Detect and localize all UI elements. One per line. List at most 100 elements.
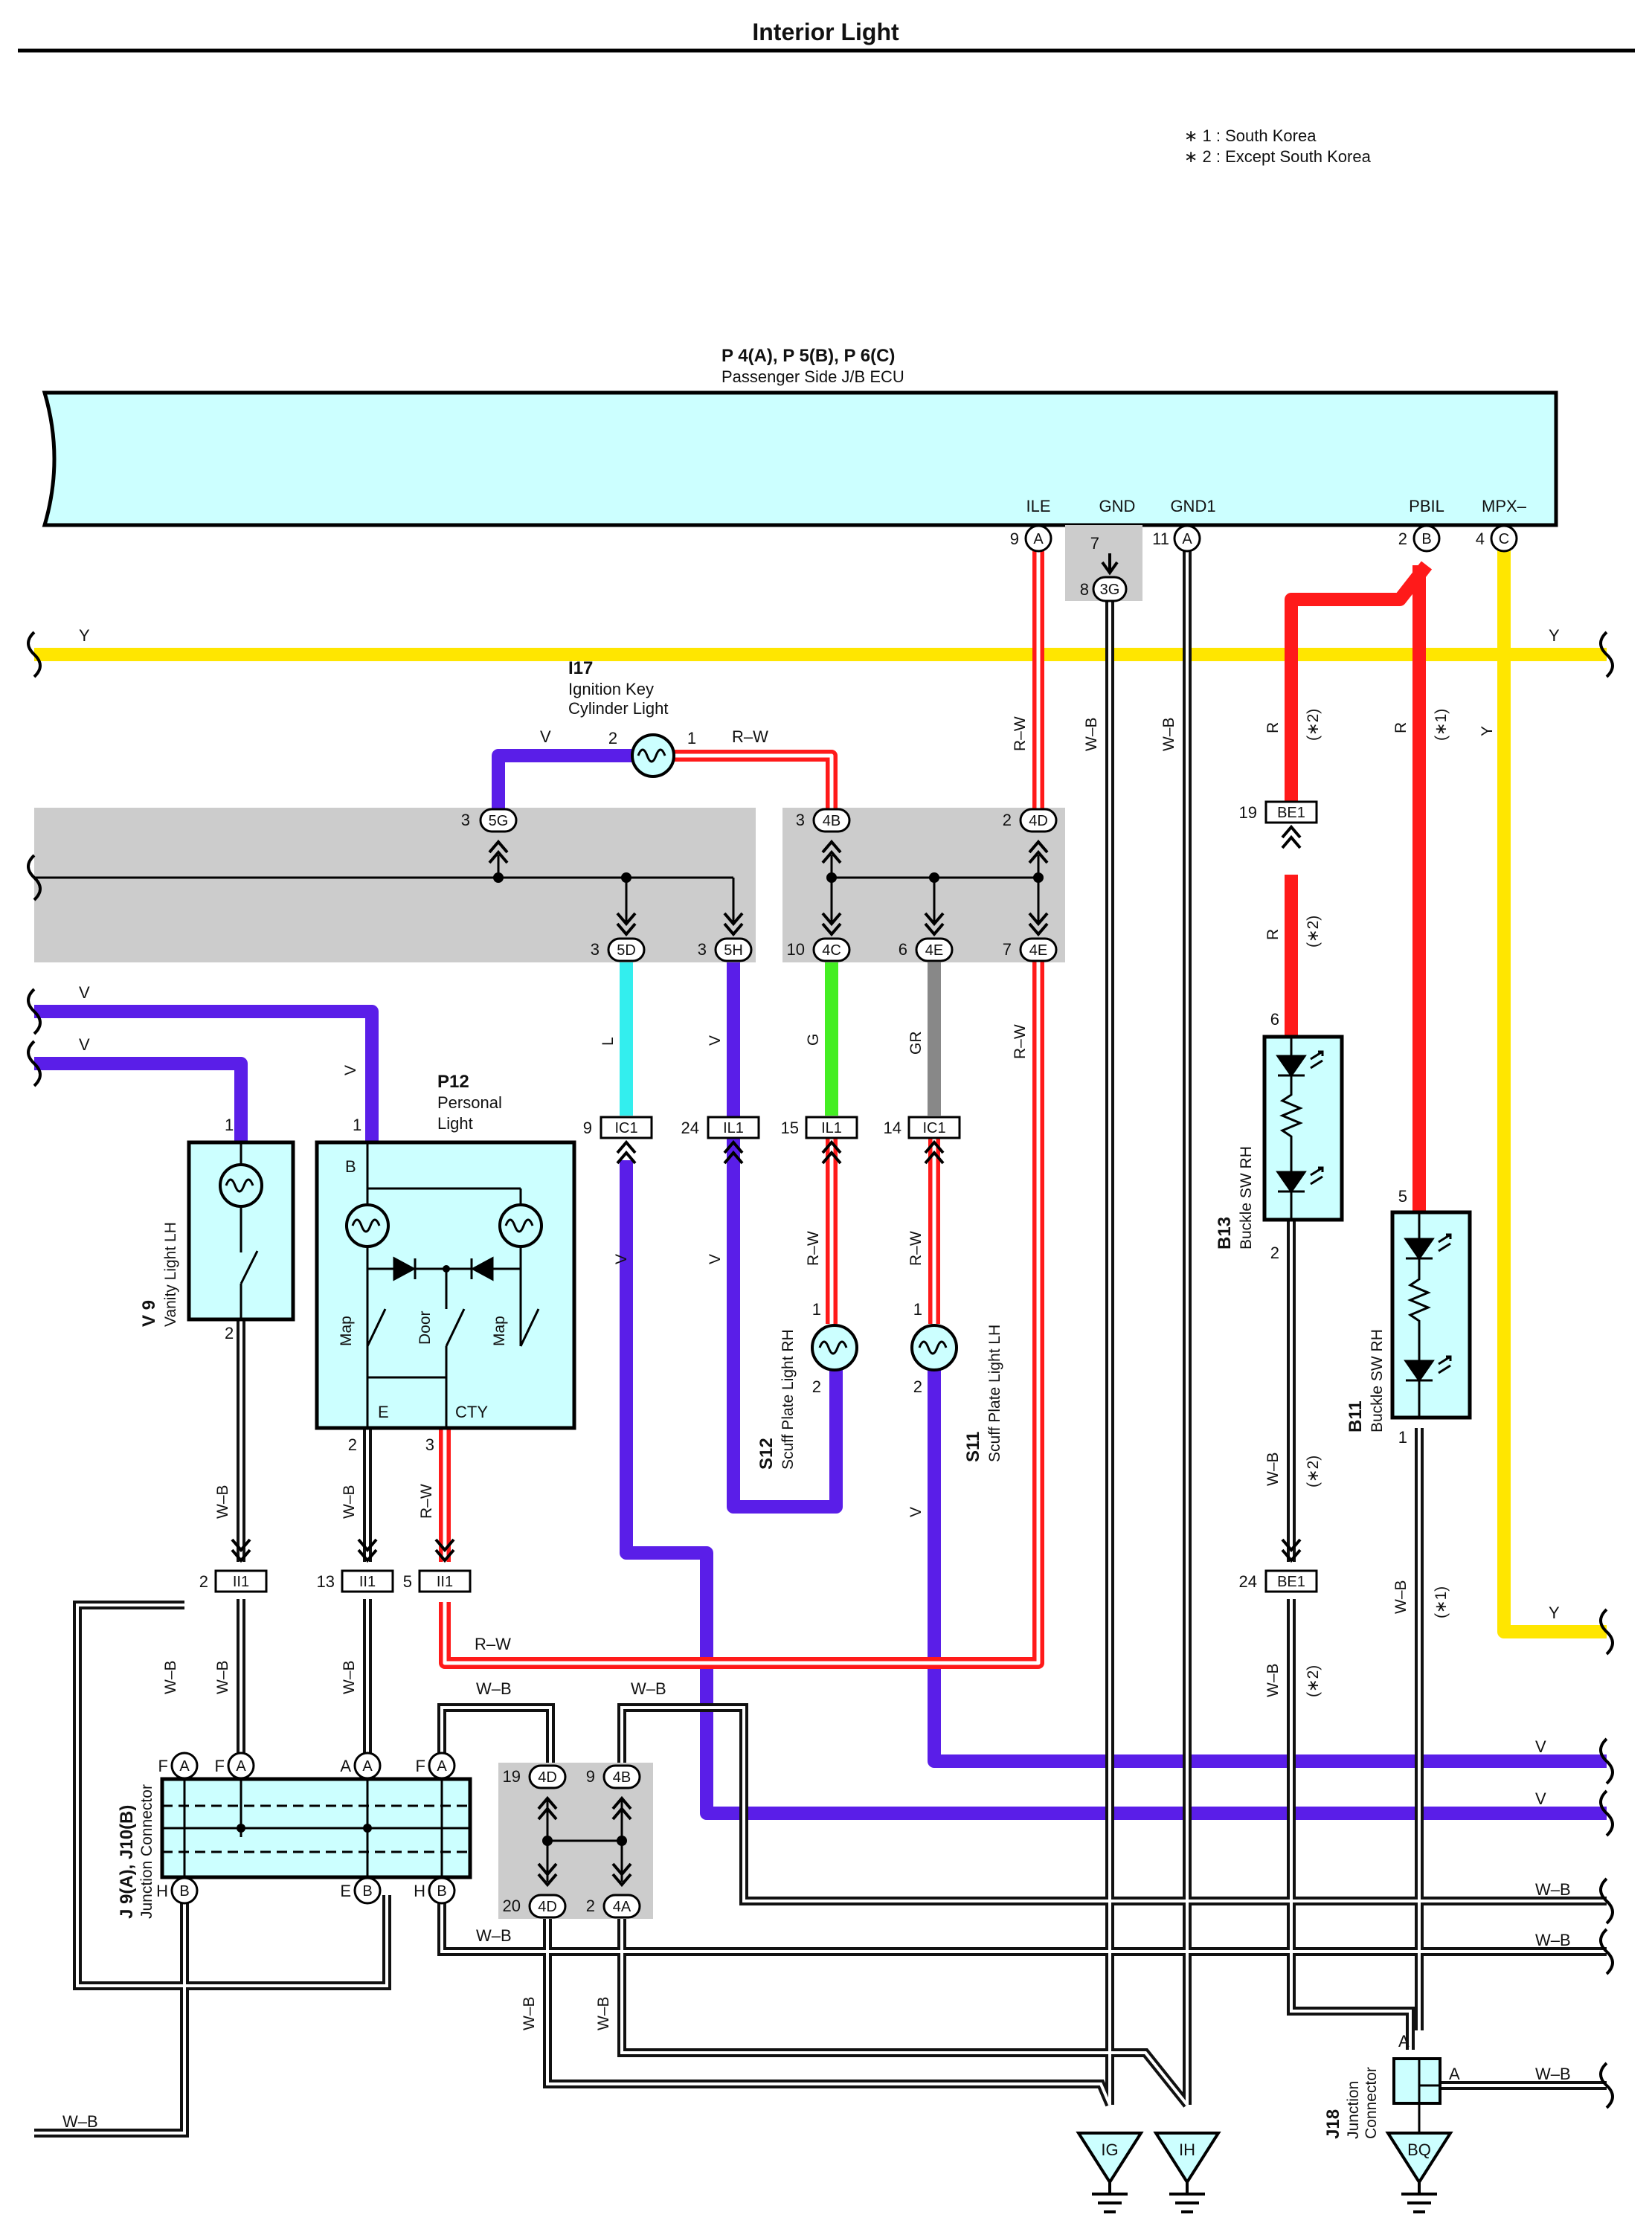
ecu-pin-pbil: 2 [1398, 530, 1407, 548]
s12-bulb-icon [811, 1324, 858, 1371]
conn-4b-2: 4B [602, 1764, 641, 1789]
label-rw-p12: R–W [418, 1484, 435, 1519]
svg-text:II1: II1 [233, 1574, 249, 1590]
j9-dot-2 [363, 1824, 372, 1833]
conn-5d-pin: 3 [591, 940, 600, 959]
label-v-ic1: V [613, 1254, 630, 1264]
v9-desc: Vanity Light LH [162, 1222, 179, 1327]
j18-pin-a: A [1398, 2032, 1410, 2051]
svg-text:5D: 5D [617, 942, 636, 959]
p12-line1: Personal [437, 1093, 502, 1112]
p12-filament-right-icon [504, 1218, 534, 1233]
s12-filament-icon [818, 1340, 848, 1355]
p12-pin-b: B [345, 1157, 356, 1176]
s11-bulb-icon [910, 1324, 958, 1371]
label-wb-b11: W–B [1392, 1580, 1410, 1614]
be1-b-arrow-icon [1281, 1538, 1302, 1563]
svg-text:4D: 4D [1029, 813, 1048, 829]
conn-4e-2: 4E [1019, 937, 1058, 962]
conn-4b-pin: 3 [796, 811, 805, 829]
label-wb-j9-1: W–B [214, 1660, 231, 1694]
conn-ic1-b-pin: 14 [884, 1119, 901, 1137]
i17-pin-b: 1 [687, 729, 696, 747]
p12-junction-dot [443, 1265, 450, 1273]
svg-text:A: A [179, 1758, 190, 1775]
svg-text:II1: II1 [359, 1574, 376, 1590]
wires-rw [439, 540, 1044, 1669]
j18-box [1392, 2057, 1442, 2105]
svg-text:4B: 4B [823, 813, 841, 829]
conn-ii1-c: II1 [418, 1569, 472, 1593]
p12-label-cty: CTY [455, 1403, 488, 1421]
p12-diode-left-icon [393, 1256, 417, 1281]
ecu-pin-ile: 9 [1010, 530, 1019, 548]
svg-text:BQ: BQ [1407, 2140, 1431, 2159]
s11-id: S11 [963, 1432, 983, 1462]
label-y-right: Y [1549, 626, 1560, 645]
svg-text:4D: 4D [538, 1899, 557, 1915]
label-g: G [805, 1034, 822, 1046]
svg-text:B: B [362, 1883, 372, 1900]
label-s2-top: (∗2) [1305, 709, 1322, 741]
conn-ic1-a: IC1 [600, 1116, 653, 1139]
conn-4d: 4D [1019, 808, 1058, 833]
conn-il1-b-pin: 15 [781, 1119, 799, 1137]
p12-bulb-right-icon [498, 1203, 543, 1248]
label-s2-b13: (∗2) [1305, 1456, 1322, 1487]
label-v-left-2: V [79, 1035, 90, 1054]
page-title: Interior Light [752, 19, 899, 45]
ecu-pin-3g: 8 [1080, 580, 1089, 599]
p12-label-door: Door [417, 1310, 434, 1345]
label-s2-mid: (∗2) [1305, 916, 1322, 948]
s12-desc: Scuff Plate Light RH [780, 1329, 797, 1470]
conn-il1-a-pin: 24 [681, 1119, 699, 1137]
conn-4d-pin: 2 [1003, 811, 1012, 829]
j9-term-b3: B [428, 1876, 456, 1905]
label-s1-b11: (∗1) [1433, 1586, 1450, 1618]
conn-be1-b-pin: 24 [1239, 1572, 1257, 1591]
svg-text:3G: 3G [1100, 582, 1120, 598]
label-wb-gnd1: W–B [1160, 717, 1177, 751]
b13-box [1262, 1035, 1344, 1222]
v9-internal-lines [240, 1142, 259, 1319]
label-r-b11: R [1392, 722, 1410, 733]
svg-text:IH: IH [1179, 2140, 1195, 2159]
note-2: ∗ 2 : Except South Korea [1184, 147, 1372, 166]
i17-bulb-icon [631, 733, 675, 778]
splice-area-right [782, 808, 1065, 962]
label-wb-4a: W–B [595, 1996, 612, 2030]
j9-pin-b2: E [340, 1882, 351, 1900]
j9-term-b1: B [170, 1876, 199, 1905]
conn-ic1-a-pin: 9 [583, 1119, 592, 1137]
i17-line2: Cylinder Light [568, 699, 669, 718]
label-y-mpx: Y [1479, 726, 1496, 736]
note-1: ∗ 1 : South Korea [1184, 126, 1317, 145]
svg-text:5H: 5H [724, 942, 743, 959]
p12-diode-right-icon [470, 1256, 494, 1281]
label-wb-4d3: W–B [521, 1996, 538, 2030]
svg-text:4E: 4E [1029, 942, 1047, 959]
v9-pin-2: 2 [225, 1324, 234, 1342]
svg-text:IL1: IL1 [723, 1120, 744, 1136]
conn-4e-1: 4E [915, 937, 954, 962]
ii1-arrows [231, 1538, 455, 1563]
label-wb-4b: W–B [631, 1679, 666, 1698]
ecu-term-pbil: PBIL [1409, 497, 1444, 515]
label-v-5h: V [707, 1035, 724, 1046]
svg-text:B: B [437, 1883, 446, 1900]
conn-be1-b: BE1 [1264, 1569, 1318, 1593]
p12-pin-1: 1 [353, 1116, 361, 1134]
p12-id: P12 [437, 1072, 469, 1092]
s11-filament-icon [918, 1340, 948, 1355]
conn-4d-3: 4D [528, 1894, 567, 1919]
ecu-name: P 4(A), P 5(B), P 6(C) [721, 346, 895, 366]
svg-text:IL1: IL1 [821, 1120, 842, 1136]
j9-pin-t4: F [416, 1757, 425, 1775]
label-s1-top: (∗1) [1433, 709, 1450, 741]
wire-v-left-1 [34, 1005, 379, 1142]
ecu-terminal-ile: A [1024, 524, 1052, 553]
label-rw-4e: R–W [1012, 1024, 1029, 1059]
ground-ih: IH [1153, 2132, 1221, 2213]
p12-filament-left-icon [351, 1218, 381, 1233]
s12-pin-2: 2 [812, 1377, 821, 1396]
